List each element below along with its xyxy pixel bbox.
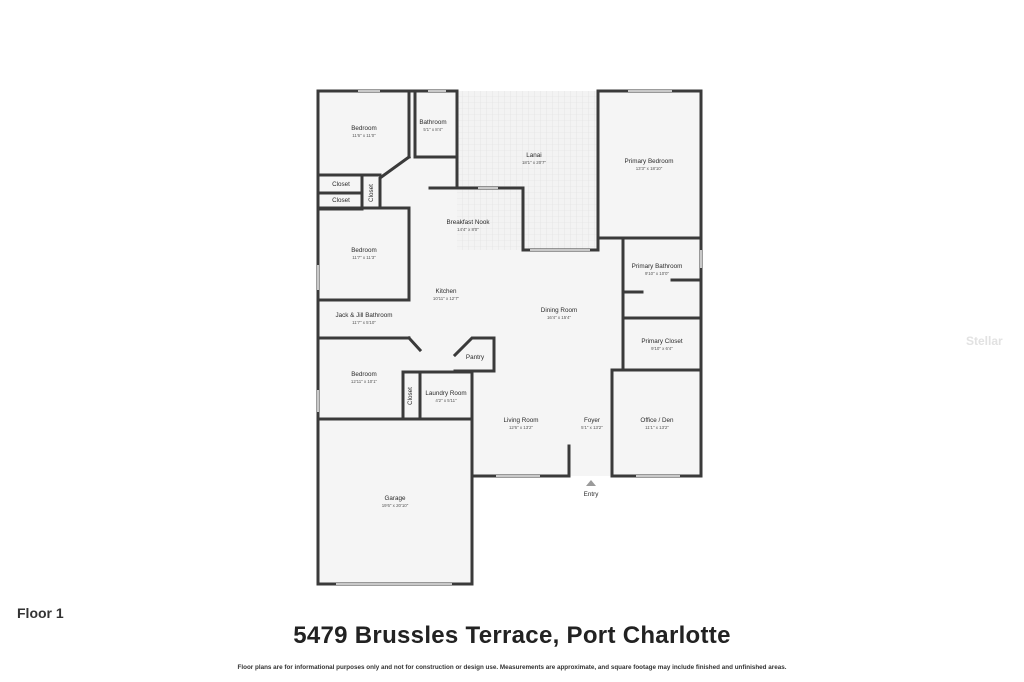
room-dim-primary-bedroom: 13'3" x 18'10" (636, 166, 663, 171)
room-name-closet-2: Closet (332, 197, 350, 204)
room-dim-office-den: 11'1" x 13'2" (645, 425, 669, 430)
room-dim-garage: 19'6" x 20'10" (382, 503, 409, 508)
room-name-garage: Garage (384, 495, 406, 502)
room-name-bedroom-1: Bedroom (351, 125, 377, 132)
room-name-closet-1: Closet (332, 181, 350, 188)
disclaimer-text: Floor plans are for informational purpos… (237, 664, 787, 671)
room-dim-primary-closet: 9'10" x 6'4" (651, 346, 673, 351)
entry-arrow-icon (586, 480, 596, 486)
entry-label: Entry (584, 491, 600, 498)
room-dim-bedroom-3: 12'11" x 10'1" (351, 379, 378, 384)
room-name-closet-3: Closet (368, 184, 375, 202)
room-name-primary-bedroom: Primary Bedroom (625, 158, 674, 165)
room-name-kitchen: Kitchen (435, 288, 457, 295)
room-dim-bathroom: 5'1" x 8'4" (423, 127, 443, 132)
room-name-lanai: Lanai (526, 152, 541, 159)
room-labels: Bedroom 11'6" x 11'0" Bathroom 5'1" x 8'… (332, 119, 683, 508)
lanai-tile-floor (457, 91, 598, 250)
room-name-primary-bathroom: Primary Bathroom (632, 263, 683, 270)
room-name-living-room: Living Room (504, 417, 539, 424)
room-name-closet-4: Closet (407, 387, 414, 405)
room-name-pantry: Pantry (466, 354, 485, 361)
room-name-bathroom: Bathroom (419, 119, 446, 126)
room-name-laundry-room: Laundry Room (425, 390, 466, 397)
room-dim-kitchen: 10'11" x 12'7" (433, 296, 460, 301)
room-name-jack-jill-bathroom: Jack & Jill Bathroom (335, 312, 392, 319)
room-dim-living-room: 12'6" x 13'2" (509, 425, 534, 430)
room-dim-foyer: 5'1" x 13'2" (581, 425, 603, 430)
room-dim-lanai: 18'1" x 20'7" (522, 160, 547, 165)
windows (317, 90, 702, 585)
room-name-bedroom-2: Bedroom (351, 247, 377, 254)
room-dim-dining-room: 16'4" x 15'4" (547, 315, 572, 320)
room-name-foyer: Foyer (584, 417, 600, 424)
watermark: Stellar (966, 334, 1003, 348)
room-dim-bedroom-1: 11'6" x 11'0" (352, 133, 376, 138)
floor-fills (318, 91, 701, 584)
room-name-primary-closet: Primary Closet (641, 338, 683, 345)
room-name-office-den: Office / Den (640, 417, 674, 424)
room-dim-primary-bathroom: 9'10" x 10'0" (645, 271, 670, 276)
interior-walls (316, 89, 703, 478)
room-dim-bedroom-2: 11'7" x 11'3" (352, 255, 376, 260)
room-dim-breakfast-nook: 14'4" x 8'0" (457, 227, 479, 232)
room-dim-jack-jill-bathroom: 11'7" x 5'10" (352, 320, 376, 325)
room-name-breakfast-nook: Breakfast Nook (446, 219, 490, 226)
room-name-dining-room: Dining Room (541, 307, 577, 314)
room-dim-laundry-room: 4'2" x 5'11" (435, 398, 457, 403)
property-address: 5479 Brussles Terrace, Port Charlotte (293, 622, 731, 649)
room-name-bedroom-3: Bedroom (351, 371, 377, 378)
floor-label: Floor 1 (17, 605, 64, 621)
